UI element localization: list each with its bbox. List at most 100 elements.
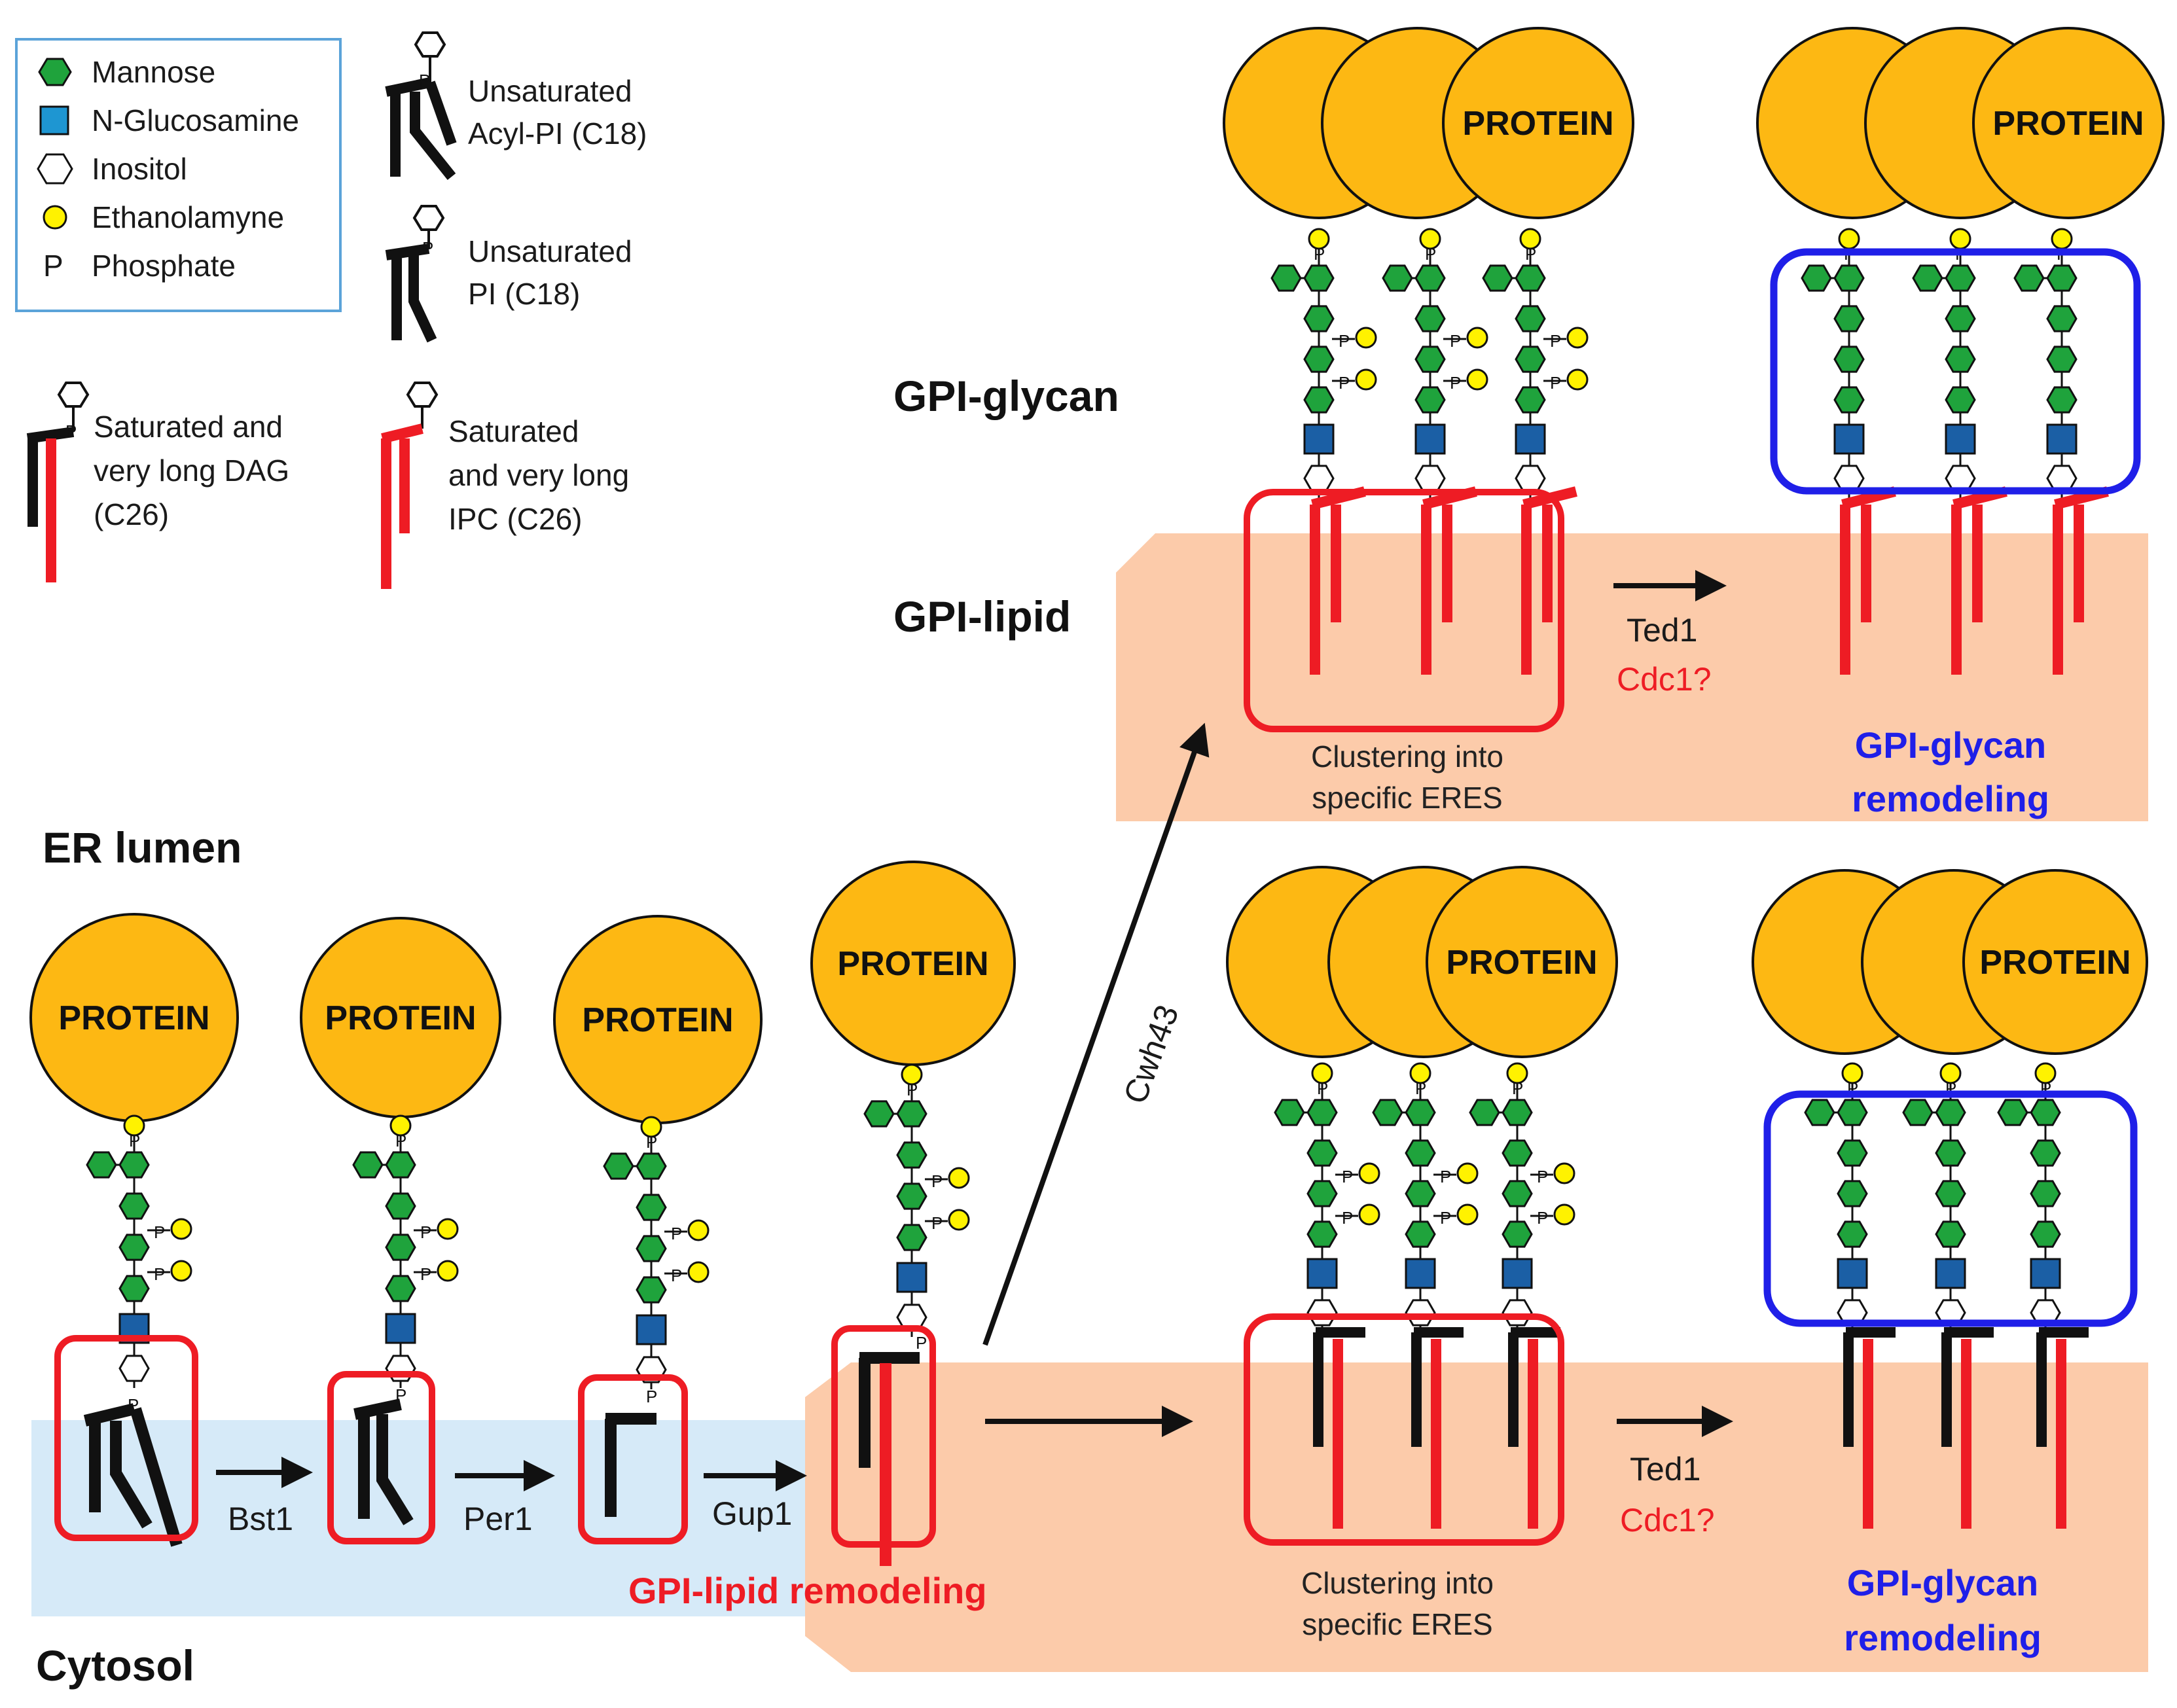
mannose-icon [1833, 305, 1865, 332]
mannose-icon [863, 1100, 895, 1128]
inositol-icon [1303, 465, 1335, 492]
cwh43-arrow [982, 722, 1210, 1346]
remodeling-boxes [54, 248, 2141, 1548]
phosphate-mark: P [1537, 1167, 1548, 1186]
phosphate-mark: P [1440, 1208, 1451, 1228]
phosphate-mark: P [1339, 331, 1350, 351]
phosphate-mark: P [1339, 373, 1350, 393]
lipid-remodeling-label: GPI-lipid remodeling [628, 1570, 987, 1611]
mannose-icon [1469, 1099, 1500, 1126]
ethanolamine-icon [1566, 327, 1589, 349]
protein-label: PROTEIN [1992, 105, 2144, 143]
phosphate-mark: P [1525, 244, 1536, 264]
gpi-anchored-proteins: PROTEIN P P P P PROTEIN P P P P PROTEIN P P P P PROTEIN… [29, 27, 2165, 1566]
inositol-icon [1833, 465, 1865, 492]
ethanolamine-icon [1466, 368, 1488, 391]
mannose-icon [2046, 346, 2078, 373]
lipid-legend: P Unsaturated Acyl-PI (C18) P Unsaturate… [26, 31, 647, 589]
svg-text:P: P [65, 421, 77, 441]
ethanolamine-icon [170, 1218, 192, 1240]
ethanolamine-icon [437, 1218, 459, 1240]
glycan-remodel-box-top [1770, 248, 2141, 495]
inositol-icon [37, 153, 73, 185]
mannose-icon [2030, 1099, 2061, 1126]
mannose-icon [2046, 264, 2078, 292]
mannose-icon [2046, 386, 2078, 414]
phosphate-mark: P [671, 1266, 682, 1285]
reaction-arrows [216, 570, 1733, 1491]
mannose-icon [1801, 264, 1832, 292]
ethanolamine-icon [948, 1209, 970, 1231]
mannose-icon [1997, 1099, 2028, 1126]
ethanolamine-icon [1308, 228, 1330, 250]
phosphate-mark: P [395, 1131, 406, 1150]
phosphate-mark: P [1512, 1078, 1523, 1098]
mannose-icon [1945, 346, 1976, 373]
mannose-icon [385, 1275, 416, 1302]
mannose-icon [896, 1224, 927, 1251]
mannose-icon [1935, 1180, 1966, 1207]
clustering-top-line1: Clustering into [1311, 739, 1503, 774]
phosphate-mark: P [420, 1222, 431, 1242]
inositol-icon [1306, 1299, 1338, 1326]
pi-lipid [605, 1413, 657, 1517]
per1-label: Per1 [463, 1501, 533, 1537]
phosphate-mark: P [931, 1171, 943, 1191]
legend-box [15, 38, 342, 312]
dag-lipid-black-tail [1941, 1327, 1994, 1447]
mannose-icon [1502, 1180, 1533, 1207]
mannose-icon [1303, 346, 1335, 373]
pi-lipid [353, 1398, 414, 1525]
inositol-icon [118, 1355, 150, 1382]
phosphate-mark: P [671, 1224, 682, 1243]
mannose-icon [1912, 264, 1943, 292]
mannose-icon [1306, 1099, 1338, 1126]
clustering-box-top [1244, 489, 1564, 732]
n-glucosamine-icon [1515, 423, 1546, 455]
protein-domain [1962, 869, 2148, 1055]
acyl-pi-legend-line2: Acyl-PI (C18) [468, 116, 647, 151]
phosphate-mark: P [154, 1264, 165, 1284]
dag-legend-line2: very long DAG [94, 454, 289, 488]
n-glucosamine-icon [385, 1313, 416, 1344]
n-glucosamine-icon [39, 105, 69, 135]
inositol-icon [1945, 465, 1976, 492]
ethanolamine-icon [43, 205, 67, 230]
ethanolamine-icon [640, 1116, 662, 1138]
protein-label: PROTEIN [1446, 944, 1597, 982]
ethanolamine-icon [389, 1114, 412, 1137]
ethanolamine-icon [1939, 1062, 1962, 1084]
n-glucosamine-icon [1837, 1258, 1868, 1289]
phosphate-mark: P [1440, 1167, 1451, 1186]
phosphate-symbol: P [43, 249, 63, 283]
protein-label: PROTEIN [58, 999, 209, 1037]
ethanolamine-icon [948, 1167, 970, 1189]
mannose-icon [385, 1151, 416, 1179]
dag-lipid-black-tail [2036, 1327, 2089, 1447]
n-glucosamine-icon [1945, 423, 1976, 455]
phosphate-mark: P [1450, 331, 1461, 351]
mannose-icon [1482, 264, 1513, 292]
ipc-legend-line2: and very long [448, 458, 629, 492]
glycan-remodel-bottom-line1: GPI-glycan [1847, 1562, 2039, 1603]
ethanolamine-icon [1358, 1162, 1380, 1184]
mannose-icon [896, 1100, 927, 1128]
protein-label: PROTEIN [1979, 944, 2131, 982]
mannose-icon [1837, 1220, 1868, 1248]
dag-lipid-black-tail [1508, 1327, 1560, 1447]
mannose-icon [1945, 305, 1976, 332]
mannose-icon [1306, 1220, 1338, 1248]
legend-glucosamine-label: N-Glucosamine [92, 103, 299, 137]
clustering-top-line2: specific ERES [1312, 781, 1502, 815]
mannose-icon [1502, 1220, 1533, 1248]
ethanolamine-icon [123, 1114, 145, 1137]
ethanolamine-icon [1553, 1162, 1575, 1184]
glycan-remodel-top-line2: remodeling [1852, 778, 2049, 819]
mannose-icon [1945, 386, 1976, 414]
mannose-icon [385, 1234, 416, 1261]
ethanolamine-icon [1566, 368, 1589, 391]
ethanolamine-icon [1311, 1062, 1333, 1084]
